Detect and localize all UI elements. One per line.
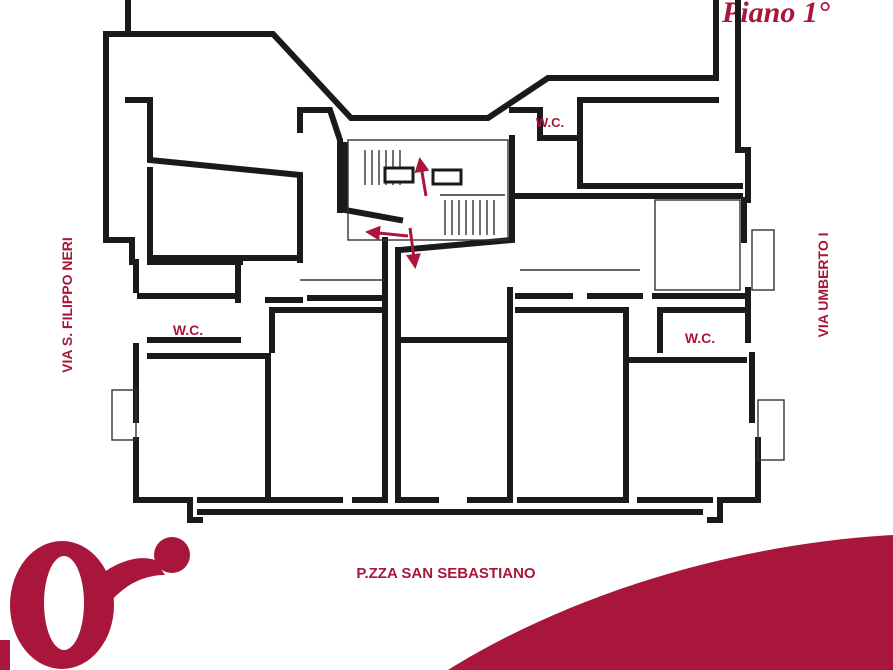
brand-swoosh [448,535,893,670]
outer-walls [103,0,761,523]
wc-label-left: W.C. [173,322,203,338]
street-label-left: VIA S. FILIPPO NERI [59,237,75,373]
interior-walls [125,97,747,503]
brand-logo-icon [0,537,190,670]
arrow-down-icon [405,227,421,269]
wc-label-top: W.C. [536,115,564,130]
detail-lines [111,139,785,461]
wc-label-right: W.C. [685,330,715,346]
arrow-up-icon [414,157,430,197]
street-label-bottom: P.ZZA SAN SEBASTIANO [356,565,536,582]
staircase-icon [364,150,505,235]
arrow-left-icon [365,225,409,241]
direction-arrows [365,157,430,269]
street-label-right: VIA UMBERTO I [815,232,831,337]
